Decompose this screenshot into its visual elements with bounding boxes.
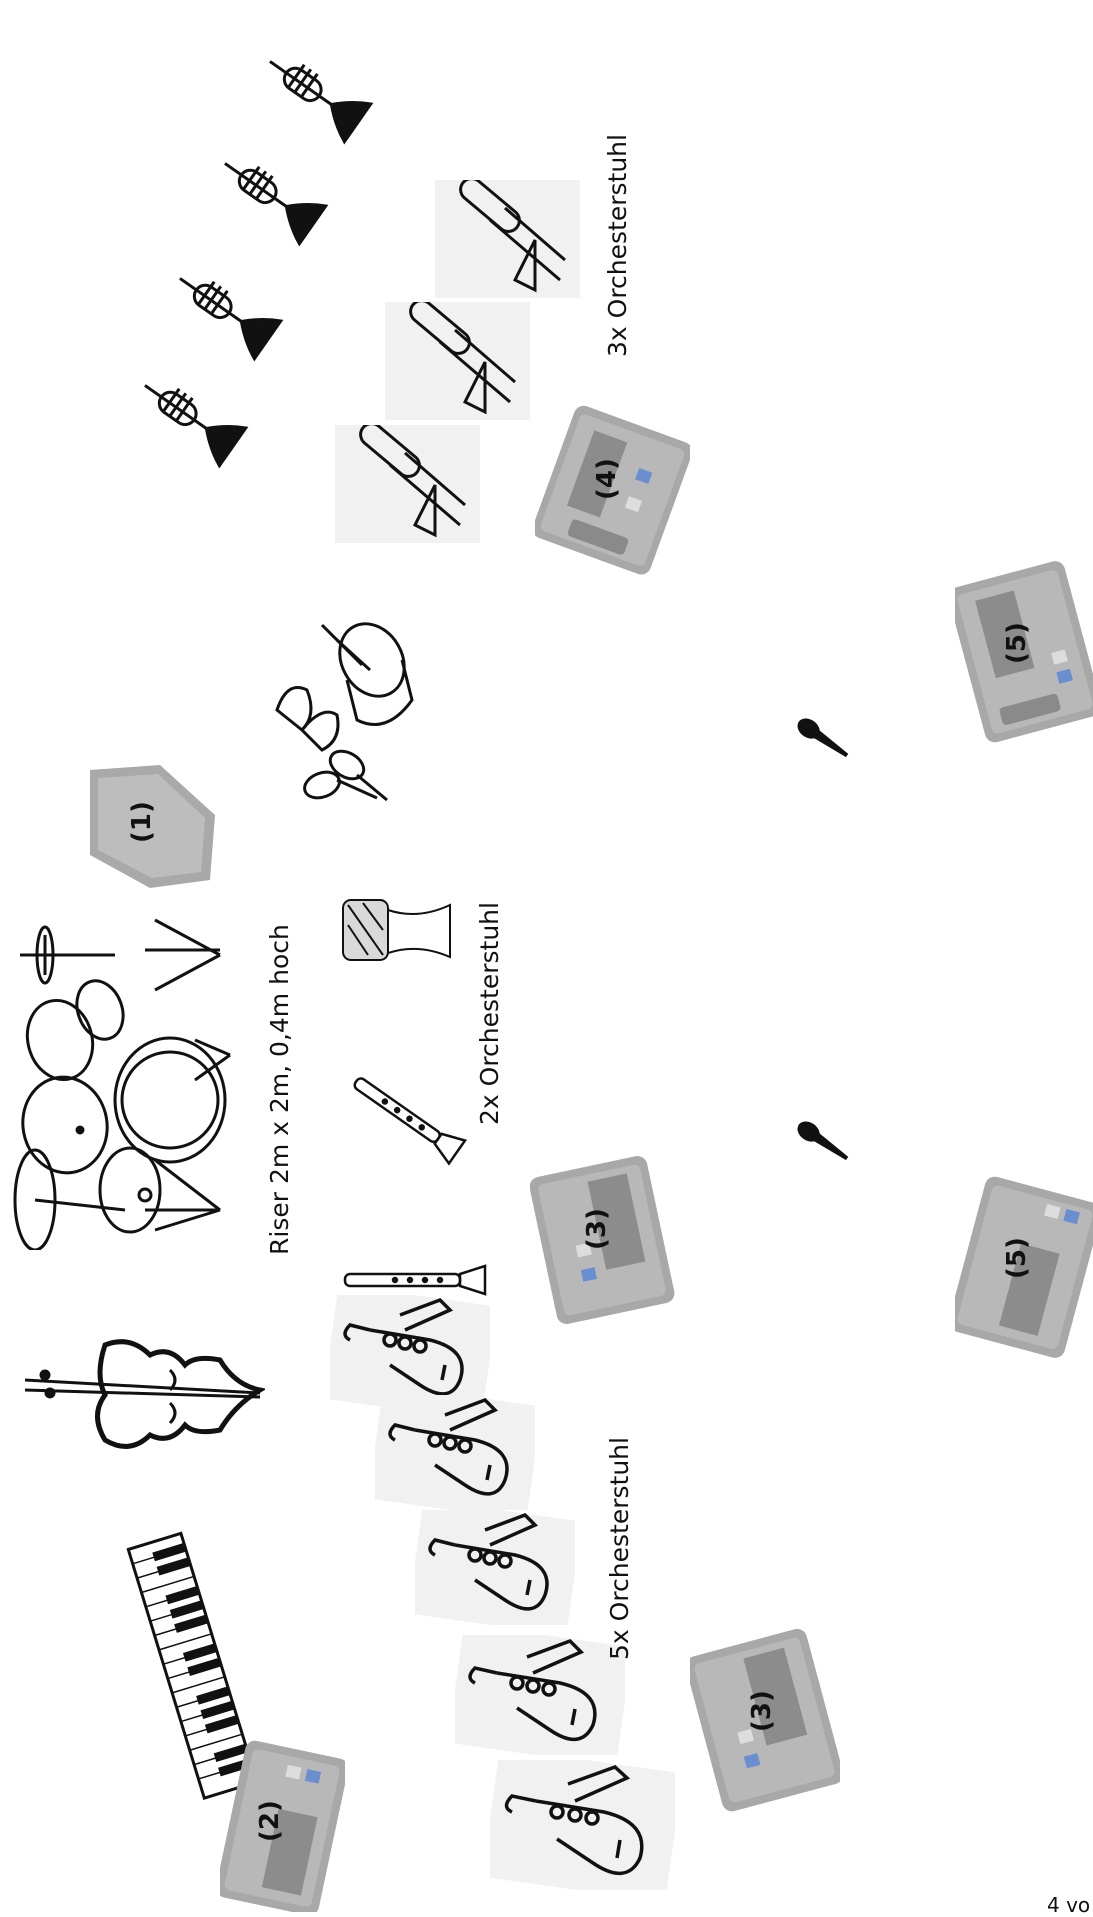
monitor-wedge: (5) bbox=[955, 561, 1093, 743]
saxophone-icon bbox=[415, 1510, 575, 1625]
chairs-left-label: 5x Orchesterstuhl bbox=[605, 1437, 634, 1660]
drum-kit-icon bbox=[13, 918, 231, 1250]
microphone-icon bbox=[797, 718, 849, 758]
monitor-wedge: (2) bbox=[220, 1740, 345, 1912]
monitor-number: (4) bbox=[592, 458, 622, 500]
saxophone-icon bbox=[490, 1760, 675, 1890]
monitor-number: (5) bbox=[1002, 1237, 1032, 1279]
clarinet-icon bbox=[353, 1077, 468, 1166]
double-bass-icon bbox=[24, 1339, 265, 1449]
trombone-icon bbox=[335, 425, 480, 543]
percussion-icon bbox=[275, 622, 414, 802]
trombone-icon bbox=[385, 302, 530, 420]
monitor-number: (1) bbox=[127, 801, 157, 843]
saxophone-icon bbox=[330, 1295, 490, 1410]
monitor-wedge: (4) bbox=[535, 405, 690, 575]
clarinet-icon bbox=[343, 1264, 487, 1296]
monitor-number: (3) bbox=[582, 1208, 612, 1250]
trumpet-icon bbox=[179, 277, 284, 362]
riser-label: Riser 2m x 2m, 0,4m hoch bbox=[265, 924, 294, 1255]
trumpet-icon bbox=[224, 162, 329, 247]
page-number: 4 vo bbox=[1047, 1893, 1091, 1917]
monitor-wedge: (5) bbox=[955, 1176, 1093, 1358]
saxophone-icon bbox=[455, 1635, 625, 1755]
microphone-icon bbox=[797, 1121, 849, 1161]
keyboard-icon bbox=[126, 1531, 259, 1800]
saxophone-icon bbox=[375, 1395, 535, 1510]
monitor-wedge: (3) bbox=[690, 1628, 840, 1812]
monitor-number: (2) bbox=[255, 1800, 285, 1842]
trumpet-icon bbox=[144, 384, 249, 469]
monitor-wedge: (3) bbox=[530, 1156, 675, 1324]
monitor-number: (5) bbox=[1002, 622, 1032, 664]
trumpet-icon bbox=[269, 60, 374, 145]
chairs-middle-label: 2x Orchesterstuhl bbox=[475, 902, 504, 1125]
chairs-right-label: 3x Orchesterstuhl bbox=[603, 134, 632, 357]
monitor-number: (3) bbox=[747, 1690, 777, 1732]
trombone-icon bbox=[435, 180, 580, 298]
monitor-speaker: (1) bbox=[90, 765, 215, 888]
djembe-icon bbox=[342, 899, 451, 961]
